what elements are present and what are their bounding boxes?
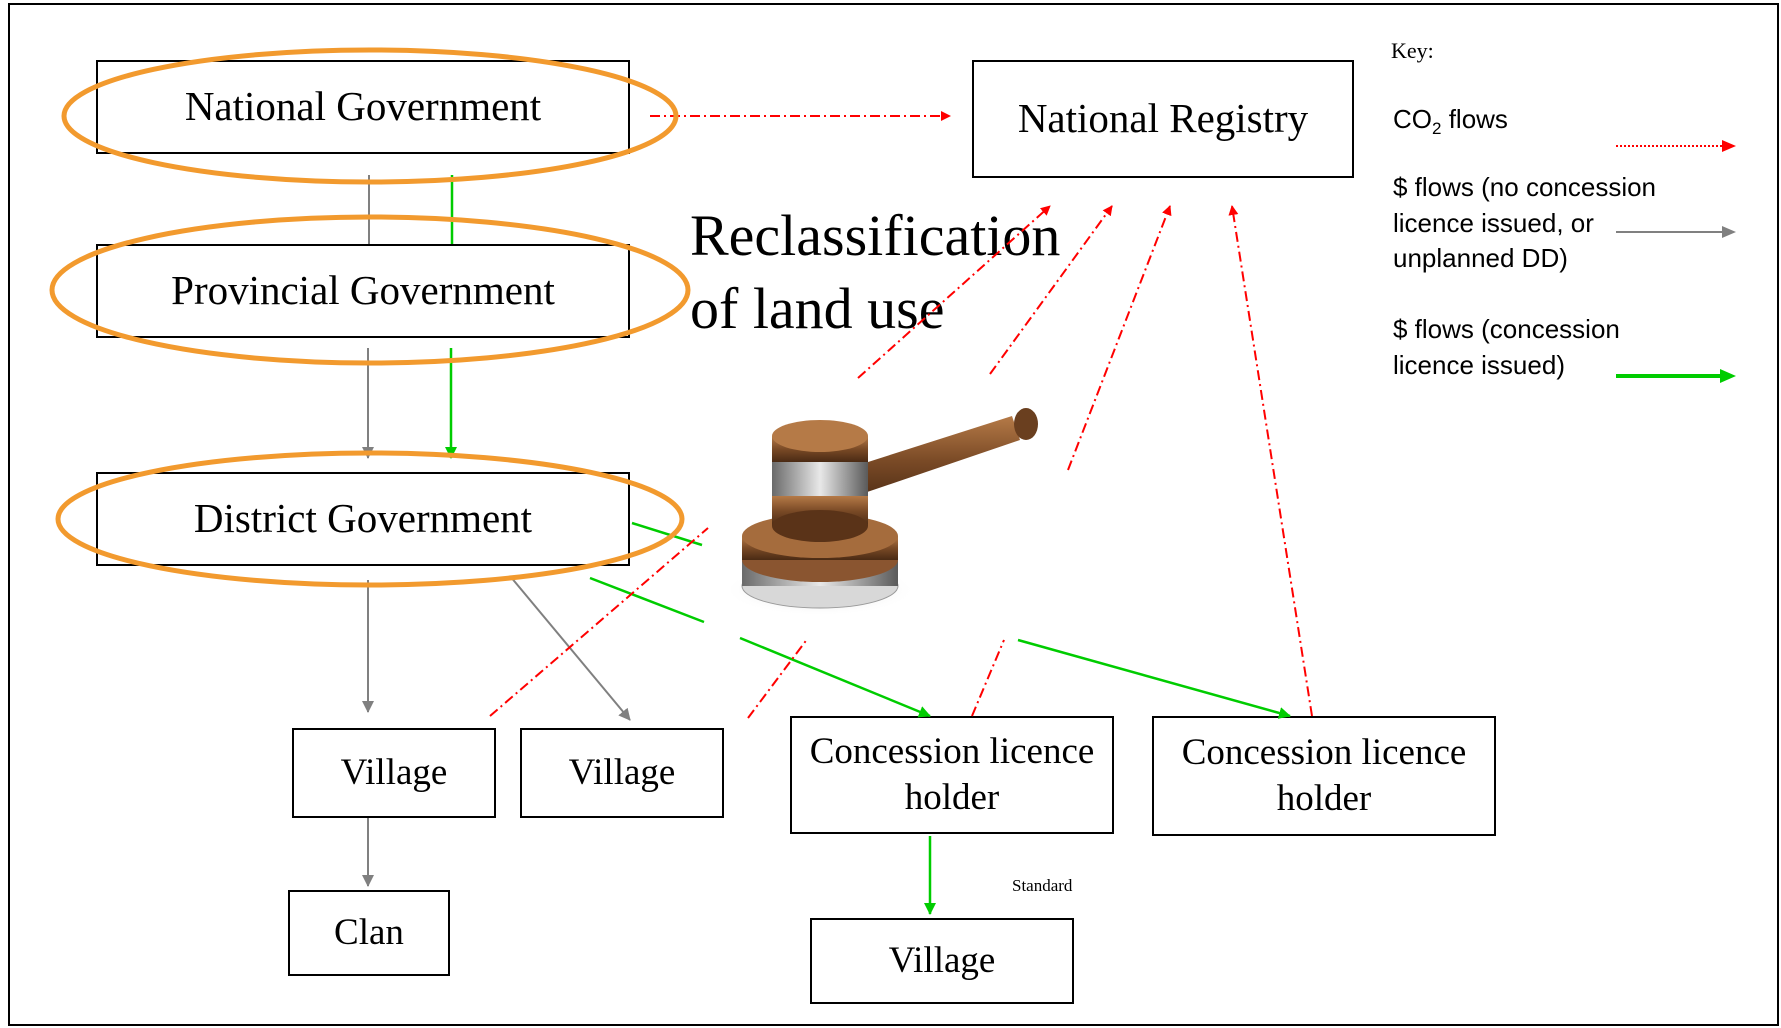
highlight-ellipses xyxy=(49,47,691,588)
green-flow-district-concession2 xyxy=(1017,638,1291,719)
gavel-handle-knob xyxy=(1014,408,1038,440)
key-gray-arrowhead xyxy=(1722,226,1736,238)
standard-label: Standard xyxy=(1012,876,1073,895)
ellipse-provincial-government xyxy=(49,214,691,366)
key-green-arrowhead xyxy=(1720,369,1736,383)
node-national-registry: National Registry xyxy=(972,60,1354,178)
node-concession-2: Concession licence holder xyxy=(1152,716,1496,836)
co2-flows xyxy=(489,111,1313,719)
gavel-head-band xyxy=(772,462,868,496)
key-co2-arrowhead xyxy=(1722,140,1736,152)
key-co2-sub: 2 xyxy=(1432,119,1442,139)
diagram-frame xyxy=(8,3,1779,1026)
node-provincial-government: Provincial Government xyxy=(96,244,630,338)
node-village-3: Village xyxy=(810,918,1074,1004)
key-co2-main: CO xyxy=(1393,104,1432,134)
ellipse-district-government xyxy=(55,450,685,588)
green-flow-district-segment-a xyxy=(589,576,705,624)
green-flow-district-stub xyxy=(631,521,703,547)
node-village-1: Village xyxy=(292,728,496,818)
co2-flow-village1-b xyxy=(857,205,1051,379)
node-clan: Clan xyxy=(288,890,450,976)
green-flows xyxy=(445,175,1291,915)
key-title: Key: xyxy=(1391,38,1434,63)
co2-flow-concession1-a xyxy=(971,639,1005,717)
co2-flow-concession1-b xyxy=(1067,205,1172,471)
gavel-head-face xyxy=(772,510,868,542)
reclassification-label: Reclassification of land use xyxy=(690,203,1061,341)
node-village-2: Village xyxy=(520,728,724,818)
key-co2-tail: flows xyxy=(1441,104,1508,134)
co2-flow-village2-b xyxy=(989,205,1113,375)
co2-flow-village1-a xyxy=(489,527,709,717)
node-national-government: National Government xyxy=(96,60,630,154)
gavel-head-cap xyxy=(772,420,868,452)
ellipse-national-government xyxy=(61,47,679,185)
co2-flow-village2-a xyxy=(747,637,809,719)
node-concession-1: Concession licence holder xyxy=(790,716,1114,834)
key-green-label: $ flows (concession licence issued) xyxy=(1393,314,1620,380)
co2-flow-concession2 xyxy=(1228,205,1313,717)
node-district-government: District Government xyxy=(96,472,630,566)
key-gray-label: $ flows (no concession licence issued, o… xyxy=(1393,172,1657,274)
key-lines xyxy=(1616,140,1736,383)
gavel-handle xyxy=(818,416,1020,506)
green-flow-district-concession1 xyxy=(739,636,931,718)
gray-flows xyxy=(362,175,631,887)
key-co2-label: CO2 flows xyxy=(1393,102,1508,140)
gavel-icon xyxy=(724,408,1038,616)
